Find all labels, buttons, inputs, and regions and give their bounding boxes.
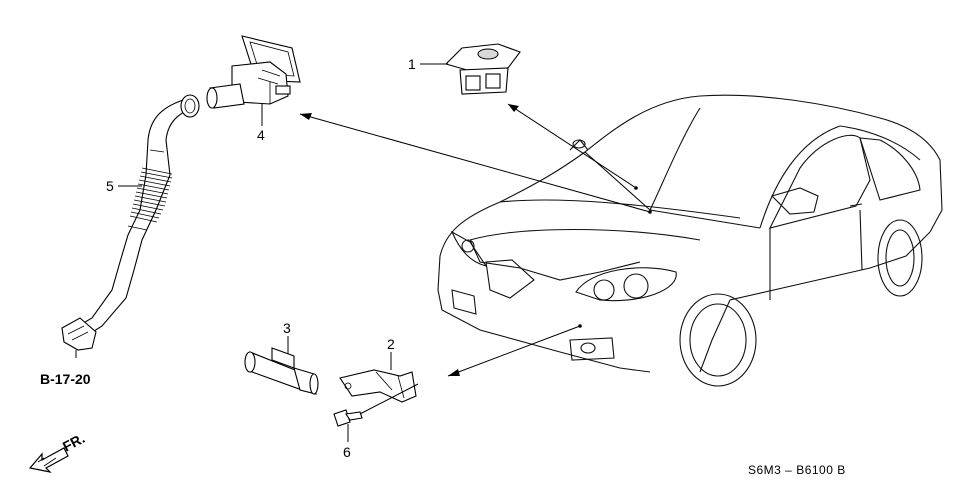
callout-5: 5 (106, 178, 114, 194)
part-4-sensor[interactable] (206, 35, 301, 109)
part-1-cover[interactable] (444, 43, 521, 95)
diagram-code: S6M3 – B6100 B (748, 463, 846, 477)
callout-3: 3 (283, 320, 291, 336)
callout-4: 4 (257, 127, 265, 143)
callout-6: 6 (343, 444, 351, 460)
section-reference[interactable]: B-17-20 (40, 371, 91, 387)
leader-lines (75, 63, 652, 442)
part-2-bracket[interactable] (339, 369, 417, 403)
part-6-bolt[interactable] (333, 409, 363, 427)
part-3-sensor-body[interactable] (244, 347, 319, 395)
part-5-hose[interactable] (61, 94, 200, 351)
callout-2: 2 (387, 336, 395, 352)
callout-1: 1 (408, 56, 416, 72)
car-illustration (437, 94, 943, 387)
front-direction-arrow-icon (28, 447, 69, 473)
